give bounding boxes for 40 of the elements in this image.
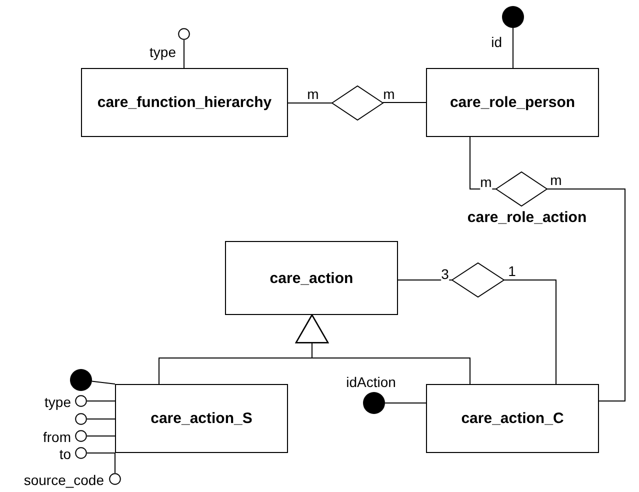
entity-box: care_action_C [426, 384, 599, 453]
attribute-circle [109, 473, 121, 485]
entity-box: care_function_hierarchy [81, 68, 288, 137]
connector-line [470, 136, 496, 190]
entity-box: care_role_person [426, 68, 599, 137]
connector-line [382, 102, 426, 103]
relationship-diamond [496, 172, 547, 206]
connector-line [86, 418, 116, 420]
relationship-diamond [452, 263, 504, 297]
key-attribute-dot [502, 6, 524, 28]
attribute-label: type [150, 44, 176, 60]
attribute-label: id [491, 34, 502, 50]
attribute-label: source_code [24, 472, 104, 488]
entity-box: care_action [225, 241, 398, 315]
connector-line [512, 28, 514, 68]
generalization-arrow [295, 314, 470, 384]
connector-line [546, 188, 626, 402]
relationship-name: care_role_action [467, 210, 587, 226]
connector-line [288, 102, 332, 104]
cardinality-label: 3 [441, 266, 449, 282]
attribute-circle [75, 413, 87, 425]
connector-line [86, 452, 116, 454]
relationship-diamond [332, 86, 383, 120]
connector-line [504, 280, 556, 384]
cardinality-label: 1 [508, 263, 516, 279]
connector-line [384, 402, 426, 404]
attribute-circle [75, 430, 87, 442]
connector-line [86, 400, 116, 402]
connector-line [91, 380, 116, 384]
attribute-label: to [59, 446, 71, 462]
attribute-label: from [43, 429, 71, 445]
entity-box: care_action_S [115, 384, 288, 453]
attribute-circle [75, 447, 87, 459]
connector-line [114, 452, 116, 474]
attribute-circle [178, 28, 190, 40]
attribute-label: idAction [346, 374, 396, 390]
key-attribute-dot [363, 392, 385, 414]
key-attribute-dot [70, 369, 92, 391]
attribute-circle [75, 395, 87, 407]
attribute-label: type [44, 394, 71, 410]
